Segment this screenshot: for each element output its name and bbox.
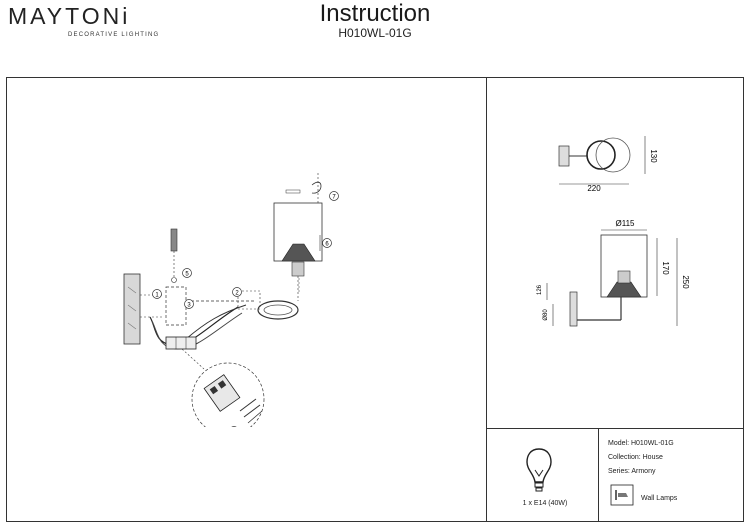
- dim-shade-diameter: Ø115: [616, 219, 636, 228]
- page-title: Instruction: [319, 0, 431, 27]
- connector-detail-circle: [191, 362, 265, 427]
- spec-type: Wall Lamps: [641, 495, 678, 502]
- dimension-drawings: 220 130 Ø115 170 250 126 Ø80: [537, 136, 690, 327]
- spec-collection: Collection: House: [608, 454, 663, 461]
- step-callout-2: 2: [232, 287, 242, 297]
- model-heading: H010WL-01G: [338, 26, 412, 40]
- dim-mount-height: 126: [537, 284, 543, 295]
- step-label-2: 2: [235, 291, 239, 297]
- step-callout-4: 4: [231, 426, 237, 427]
- step-callout-3: 3: [184, 299, 194, 309]
- installation-diagram: 1 2 3 4 5 6 7: [123, 173, 339, 427]
- drawing-frame: [6, 77, 744, 522]
- step-label-5: 5: [185, 272, 189, 278]
- bulb-spec-label: 1 x E14 (40W): [522, 500, 568, 507]
- mount-bracket: [165, 286, 187, 326]
- screw-icon: [170, 228, 178, 252]
- dim-top-depth: 130: [649, 149, 658, 163]
- dim-base-diameter: Ø80: [543, 309, 549, 321]
- bulb-socket: [291, 261, 305, 277]
- step-callout-5: 5: [182, 268, 192, 278]
- dim-total-height: 250: [681, 275, 690, 289]
- step-label-7: 7: [332, 195, 336, 201]
- step-label-1: 1: [155, 293, 159, 299]
- wall-lamp-icon: [610, 484, 634, 506]
- step-label-3: 3: [187, 303, 191, 309]
- step-callout-7: 7: [329, 191, 339, 201]
- frame-divider-vertical: [486, 77, 487, 522]
- terminal-block: [165, 336, 197, 350]
- step-callout-6: 6: [322, 238, 332, 248]
- wall-plate: [123, 273, 141, 345]
- step-callout-1: 1: [152, 289, 162, 299]
- frame-divider-horizontal: [486, 428, 744, 429]
- dim-shade-height: 170: [661, 261, 670, 275]
- spec-series: Series: Armony: [608, 468, 656, 475]
- top-view-base: [558, 145, 570, 167]
- dim-top-width: 220: [587, 184, 601, 193]
- brand-logo: MAYTONi: [8, 3, 131, 29]
- spec-model: Model: H010WL-01G: [608, 440, 674, 447]
- bulb-icon: [526, 448, 552, 492]
- step-label-6: 6: [325, 242, 329, 248]
- brand-tagline: DECORATIVE LIGHTING: [68, 32, 160, 38]
- rotate-arrow-icon: [311, 181, 322, 194]
- frame-divider-info: [598, 428, 599, 522]
- side-view-base: [569, 291, 578, 327]
